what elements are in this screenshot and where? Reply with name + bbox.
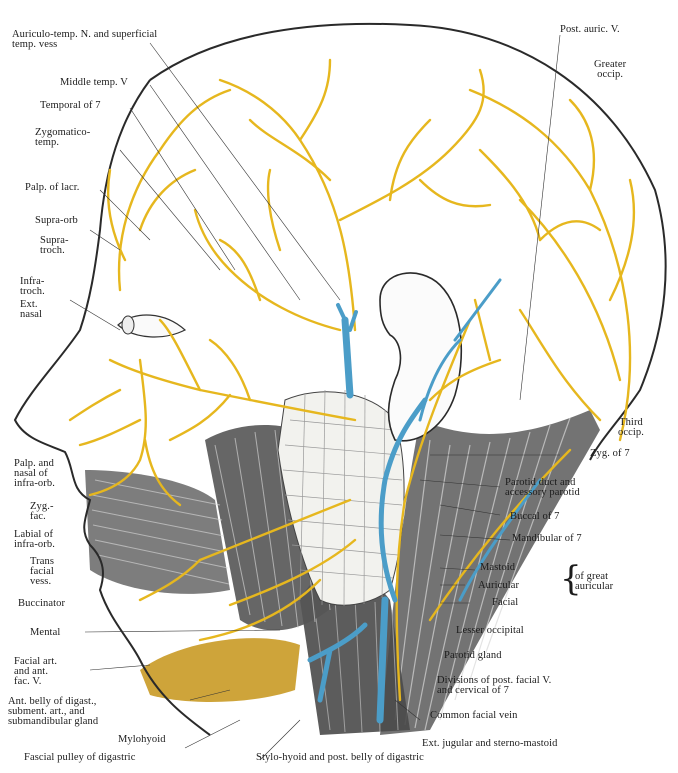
- label-zyg-of-7: Zyg. of 7: [590, 449, 630, 459]
- label-fascial-pulley: Fascial pulley of digastric: [24, 753, 135, 763]
- label-trans-facial-vess: Trans facial vess.: [30, 557, 54, 587]
- label-mandibular-of-7: Mandibular of 7: [512, 534, 582, 544]
- label-parotid-duct: Parotid duct and accessory parotid: [505, 478, 580, 498]
- label-supra-orb: Supra-orb: [35, 216, 78, 226]
- label-parotid-gland: Parotid gland: [444, 651, 502, 661]
- label-supra-troch: Supra- troch.: [40, 236, 69, 256]
- label-buccinator: Buccinator: [18, 599, 65, 609]
- label-greater-occip: Greater occip.: [594, 60, 626, 80]
- label-common-facial-vein: Common facial vein: [430, 711, 518, 721]
- label-stylo-hyoid: Stylo-hyoid and post. belly of digastric: [256, 753, 424, 763]
- label-palp-lacr: Palp. of lacr.: [25, 183, 79, 193]
- eye: [118, 315, 185, 337]
- label-ant-belly-digast: Ant. belly of digast., subment. art., an…: [8, 697, 98, 727]
- label-divisions-post-facial: Divisions of post. facial V. and cervica…: [437, 676, 551, 696]
- label-labial-infra-orb: Labial of infra-orb.: [14, 530, 55, 550]
- label-lesser-occipital: Lesser occipital: [456, 626, 524, 636]
- label-of-great-auricular: of great auricular: [575, 572, 613, 592]
- label-buccal-of-7: Buccal of 7: [510, 512, 560, 522]
- label-temporal-of-7: Temporal of 7: [40, 101, 101, 111]
- label-post-auric-v: Post. auric. V.: [560, 25, 620, 35]
- label-facial: Facial: [492, 598, 518, 608]
- label-mental: Mental: [30, 628, 60, 638]
- label-palp-nasal-infra-orb: Palp. and nasal of infra-orb.: [14, 459, 55, 489]
- label-ext-nasal: Ext. nasal: [20, 300, 42, 320]
- label-mastoid: Mastoid: [480, 563, 515, 573]
- label-zyg-fac: Zyg.- fac.: [30, 502, 54, 522]
- label-auricular: Auricular: [478, 581, 519, 591]
- label-zygomatico-temp: Zygomatico- temp.: [35, 128, 90, 148]
- label-third-occip: Third occip.: [618, 418, 644, 438]
- label-facial-art: Facial art. and ant. fac. V.: [14, 657, 57, 687]
- label-mylohyoid: Mylohyoid: [118, 735, 166, 745]
- label-auriculo-temp: Auriculo-temp. N. and superficial temp. …: [12, 30, 157, 50]
- label-infra-troch: Infra- troch.: [20, 277, 45, 297]
- label-ext-jugular: Ext. jugular and sterno-mastoid: [422, 739, 558, 749]
- label-middle-temp: Middle temp. V: [60, 78, 128, 88]
